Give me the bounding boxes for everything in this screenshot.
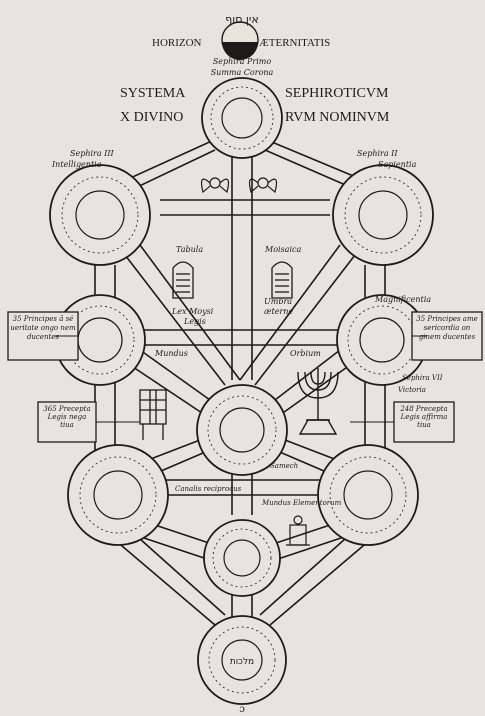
principes-right-box: 35 Principes ame sericordia on ginem duc… <box>414 315 480 342</box>
tiferet-circle <box>196 384 288 476</box>
magnificentia-label: Magnificentia <box>374 295 431 304</box>
sephira-primo-label: Sephira Primo <box>213 57 272 66</box>
lex-moysi-label: Lex Moysi <box>171 307 214 316</box>
altar-figure <box>286 515 310 546</box>
horizon-disc <box>221 21 259 60</box>
mundus-elementorum-label: Mundus Elementorum <box>261 499 342 507</box>
umbra-label: Umbra <box>264 297 292 306</box>
principes-left-box: 35 Principes ã sé ueritate ongo nem duce… <box>10 315 76 342</box>
moisaica-label: Moisaica <box>264 245 301 254</box>
intelligentia-label: Intelligentia <box>51 160 102 169</box>
mundus-label: Mundus <box>154 349 188 358</box>
bottom-mark: ɔ <box>239 704 245 715</box>
rum-nominum-label: RVM NOMINVM <box>285 110 390 125</box>
orbium-label: Orbium <box>290 349 321 358</box>
horizon-left-label: HORIZON <box>152 37 202 49</box>
top-hebrew: אין סוף <box>225 13 258 26</box>
sephiroticum-label: SEPHIROTICVM <box>285 86 389 101</box>
malkuth-circle <box>197 615 287 705</box>
yesod-circle <box>203 519 281 597</box>
malkuth-hebrew: מלכות <box>230 657 254 667</box>
chokmah-circle <box>332 164 434 266</box>
tabula-label: Tabula <box>176 245 203 254</box>
sephira-3-label: Sephira III <box>70 149 115 158</box>
summa-corona-label: Summa Corona <box>211 68 274 77</box>
principes-right-text: 35 Principes ame sericordia on ginem duc… <box>416 315 478 341</box>
sephira-7-label: Sephira VII <box>402 374 443 382</box>
x-divino-label: X DIVINO <box>120 110 183 125</box>
horizon-right-label: ÆTERNITATIS <box>259 37 330 49</box>
box-connectors <box>55 335 427 423</box>
table-of-showbread <box>139 389 167 440</box>
samech-label: Samech <box>270 462 298 470</box>
keter-circle <box>201 77 283 159</box>
principes-left-text: 35 Principes ã sé ueritate ongo nem duce… <box>10 315 76 341</box>
canalis-reciprocus-label: Canalis reciprocus <box>175 485 242 493</box>
precepta-right-box: 248 Precepta Legis affirma tiua <box>396 405 452 429</box>
hod-circle <box>67 444 169 546</box>
sapientia-label: Sapientia <box>378 160 417 169</box>
precepta-right-text: 248 Precepta Legis affirma tiua <box>400 405 448 429</box>
victoria-label: Victoria <box>398 386 426 394</box>
precepta-left-text: 365 Precepta Legis nega tiua <box>43 405 91 429</box>
cherubim <box>200 177 278 194</box>
binah-circle <box>49 164 151 266</box>
menorah <box>297 368 339 435</box>
netzach-circle <box>317 444 419 546</box>
tablets-of-law <box>172 261 293 299</box>
precepta-left-box: 365 Precepta Legis nega tiua <box>40 405 94 429</box>
legis-label: Legis <box>183 317 206 326</box>
channel-lines <box>94 134 386 626</box>
systema-label: SYSTEMA <box>120 86 186 101</box>
sephira-2-label: Sephira II <box>357 149 398 158</box>
sephirot-circles <box>49 77 434 705</box>
aeterne-label: æterne <box>264 307 293 316</box>
